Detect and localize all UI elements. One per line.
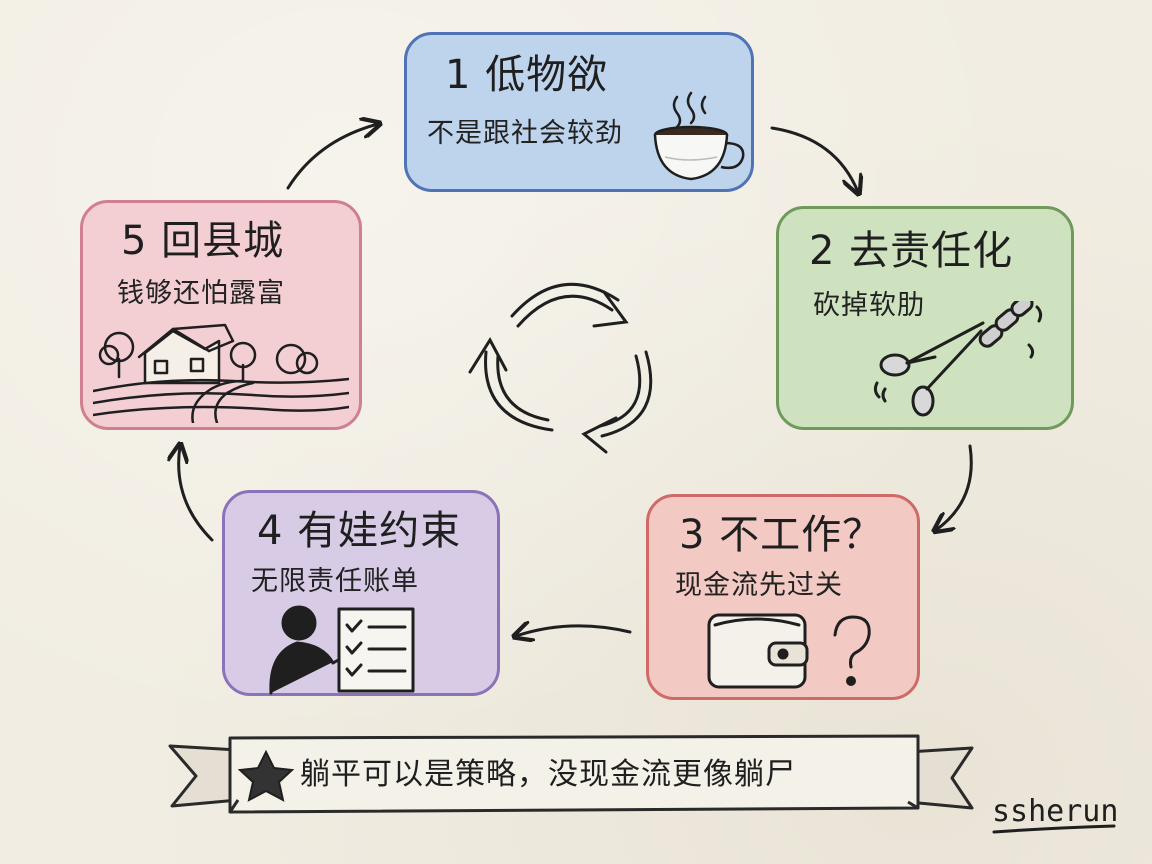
- parent-checklist-icon: [269, 605, 415, 695]
- arrow-1-to-2: [770, 126, 858, 192]
- star-icon: [237, 749, 295, 802]
- step-card-3: 3 不工作？ 现金流先过关: [646, 494, 920, 700]
- banner-text: 躺平可以是策略，没现金流更像躺尸: [300, 757, 796, 792]
- step-card-5-subtitle: 钱够还怕露富: [117, 278, 285, 309]
- arrow-5-to-1: [286, 124, 378, 190]
- step-card-1-subtitle: 不是跟社会较劲: [427, 118, 623, 149]
- step-card-4-title: 4 有娃约束: [257, 508, 462, 554]
- signature: ssherun: [992, 794, 1119, 829]
- step-card-5-title: 5 回县城: [121, 218, 285, 264]
- step-card-2-subtitle: 砍掉软肋: [813, 290, 925, 321]
- arrow-4-to-5: [179, 446, 214, 542]
- banner-ribbon: [168, 734, 974, 814]
- arrow-2-to-3: [936, 444, 973, 530]
- step-card-4-subtitle: 无限责任账单: [251, 566, 419, 597]
- step-card-1: 1 低物欲 不是跟社会较劲: [404, 32, 754, 192]
- step-card-5: 5 回县城 钱够还怕露富: [80, 200, 362, 430]
- step-card-2-title: 2 去责任化: [809, 228, 1014, 274]
- step-card-3-subtitle: 现金流先过关: [675, 570, 843, 601]
- step-card-2: 2 去责任化 砍掉软肋: [776, 206, 1074, 430]
- steaming-cup-icon: [653, 91, 745, 181]
- step-card-3-title: 3 不工作？: [679, 512, 884, 558]
- step-card-4: 4 有娃约束 无限责任账单: [222, 490, 500, 696]
- cycle-arrows-icon: [468, 282, 653, 454]
- scissors-cutting-chain-icon: [873, 301, 1043, 417]
- step-card-1-title: 1 低物欲: [445, 52, 609, 98]
- house-countryside-icon: [93, 323, 349, 423]
- wallet-question-icon: [707, 613, 871, 689]
- arrow-3-to-4: [516, 626, 632, 636]
